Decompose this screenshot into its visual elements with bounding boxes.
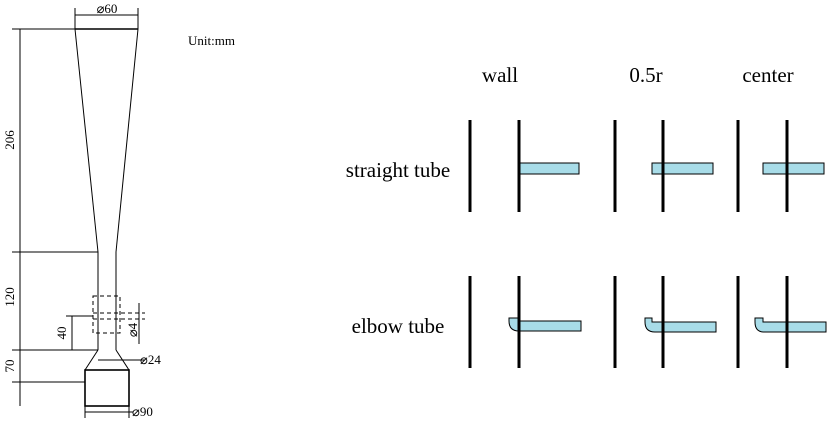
elbow-tube-row [468,276,827,368]
diffuser-wall-left [84,349,99,371]
bottom-diameter-label: ⌀90 [132,404,153,419]
straight-probe-wall [519,162,580,175]
unit-label: Unit:mm [188,33,235,48]
middle-length-label: 120 [2,287,17,307]
probe-diameter-label: ⌀4 [125,322,140,337]
cone-wall-right [115,28,139,253]
row-label-straight-tube: straight tube [346,158,450,182]
cone-wall-left [74,28,99,253]
bottom-length-label: 70 [2,360,17,373]
tube-drawing: ⌀60 206 120 70 40 ⌀4 ⌀24 ⌀90 [2,1,161,419]
row-labels: straight tube elbow tube [346,158,450,338]
position-headers: wall 0.5r center [482,63,794,87]
top-diameter-label: ⌀60 [97,1,118,16]
upper-length-label: 206 [2,130,17,150]
header-wall: wall [482,63,518,87]
header-center: center [742,63,793,87]
straight-tube-row [468,120,825,212]
straight-probe-half-radius [651,162,714,175]
row-label-elbow-tube: elbow tube [352,314,445,338]
elbow-probe-wall [508,317,582,332]
probe-offset-label: 40 [54,327,69,340]
header-0-5r: 0.5r [629,63,662,87]
elbow-probe-half-radius [644,317,717,333]
throat-diameter-label: ⌀24 [140,352,161,367]
bottom-box [84,369,130,407]
elbow-probe-center [754,317,827,333]
probe-region-dashed [92,295,121,334]
straight-probe-center [762,162,825,175]
